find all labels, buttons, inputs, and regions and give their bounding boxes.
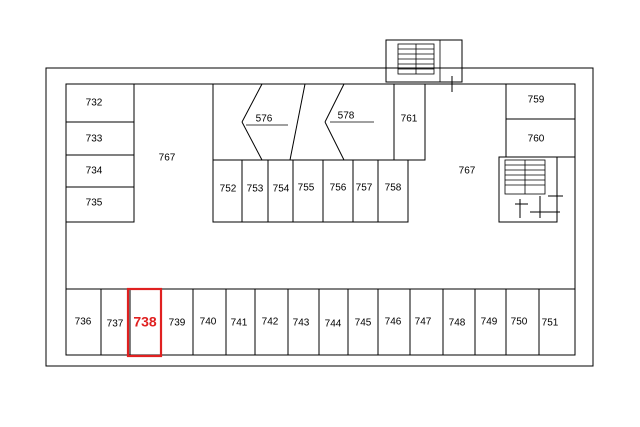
- room-578[interactable]: 578: [338, 111, 355, 122]
- highlighted-room-label: 738: [133, 314, 157, 330]
- room-747[interactable]: [409, 288, 444, 356]
- room-753[interactable]: [241, 159, 269, 223]
- right-staircase: [498, 156, 563, 223]
- room-label: 748: [449, 318, 466, 329]
- highlighted-room-box: [126, 287, 163, 358]
- room-757[interactable]: [352, 159, 379, 223]
- room-label: 755: [298, 183, 315, 194]
- room-576[interactable]: 576: [256, 114, 273, 125]
- room-label: 757: [356, 183, 373, 194]
- room-758[interactable]: [377, 159, 409, 223]
- central-block: [212, 83, 426, 161]
- area-767-right[interactable]: 767: [459, 166, 476, 177]
- room-label: 734: [86, 166, 103, 177]
- room-label: 758: [385, 183, 402, 194]
- room-label: 737: [107, 319, 124, 330]
- room-label: 747: [415, 317, 432, 328]
- room-label: 744: [325, 319, 342, 330]
- room-label: 739: [169, 318, 186, 329]
- room-751[interactable]: [538, 288, 576, 356]
- room-752[interactable]: [212, 159, 243, 223]
- room-label: 754: [273, 184, 290, 195]
- room-label: 743: [293, 318, 310, 329]
- room-label: 735: [86, 198, 103, 209]
- outer-wall: [45, 67, 594, 367]
- top-staircase: [385, 39, 463, 92]
- room-735[interactable]: [65, 186, 135, 223]
- room-label: 756: [330, 183, 347, 194]
- room-label: 759: [528, 95, 545, 106]
- room-label: 749: [481, 317, 498, 328]
- room-742[interactable]: [254, 288, 289, 356]
- room-label: 736: [75, 317, 92, 328]
- room-label: 742: [262, 317, 279, 328]
- room-label: 740: [200, 317, 217, 328]
- room-label: 752: [220, 184, 237, 195]
- room-label: 746: [385, 317, 402, 328]
- room-746[interactable]: [377, 288, 411, 356]
- room-label: 753: [247, 184, 264, 195]
- room-label: 760: [528, 134, 545, 145]
- room-748[interactable]: [442, 288, 476, 356]
- area-767-left[interactable]: 767: [159, 153, 176, 164]
- room-label: 733: [86, 134, 103, 145]
- room-749[interactable]: [474, 288, 507, 356]
- room-743[interactable]: [287, 288, 320, 356]
- room-label: 751: [542, 318, 559, 329]
- room-label: 741: [231, 318, 248, 329]
- room-756[interactable]: [322, 159, 354, 223]
- room-754[interactable]: [267, 159, 294, 223]
- room-744[interactable]: [318, 288, 349, 356]
- room-label: 732: [86, 98, 103, 109]
- room-label: 750: [511, 317, 528, 328]
- room-745[interactable]: [347, 288, 379, 356]
- room-label: 745: [355, 318, 372, 329]
- room-761[interactable]: 761: [401, 114, 418, 125]
- room-740[interactable]: [192, 288, 227, 356]
